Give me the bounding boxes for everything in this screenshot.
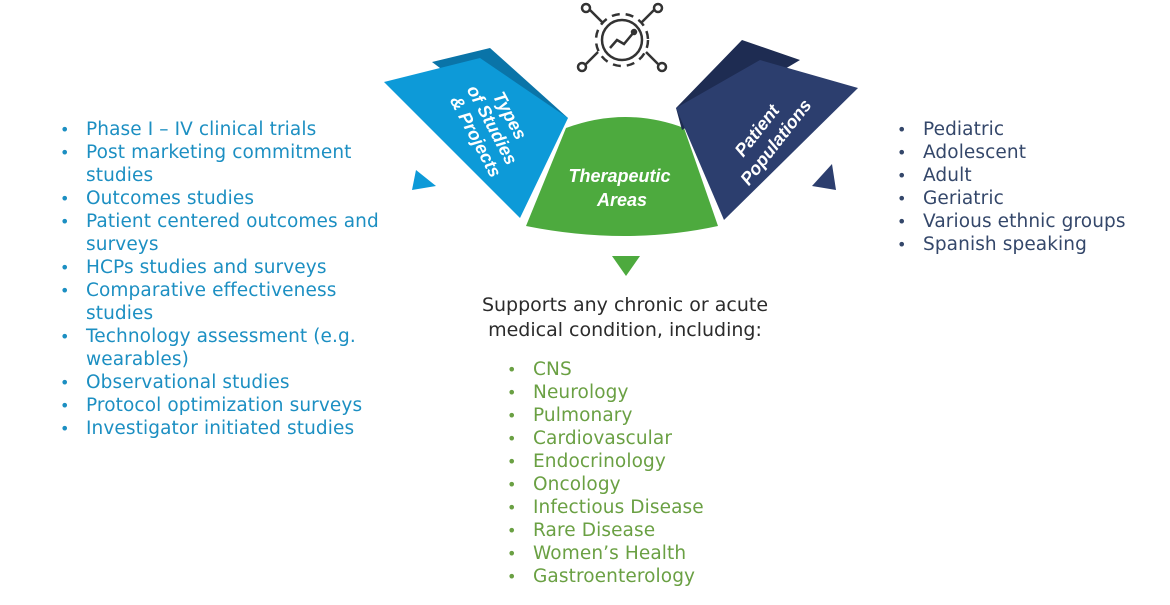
list-item: •Spanish speaking [897, 234, 1087, 255]
list-item: •Infectious Disease [507, 497, 704, 518]
segment-therapeutic-label: Therapeutic Areas [568, 166, 675, 210]
list-item: •Investigator initiated studies [60, 418, 355, 439]
list-item: •Technology assessment (e.g. wearables) [60, 326, 356, 370]
segment-therapeutic-areas: Therapeutic Areas [526, 117, 718, 276]
list-item: •Cardiovascular [507, 428, 673, 449]
segment-types-body [384, 58, 568, 218]
arrow-types [412, 170, 436, 190]
list-item: •Adolescent [897, 142, 1027, 163]
list-item: •Pulmonary [507, 405, 633, 426]
therapeutic-heading-line-1: Supports any chronic or acute [481, 294, 769, 316]
therapeutic-heading: Supports any chronic or acute medical co… [455, 293, 795, 343]
list-item: •Post marketing commitment studies [60, 142, 352, 186]
list-item: •CNS [507, 359, 572, 380]
segment-therapeutic-line-2: Areas [596, 190, 647, 210]
list-item: •Phase I – IV clinical trials [60, 119, 317, 140]
segment-populations-body [676, 60, 858, 220]
segment-therapeutic-line-1: Therapeutic [568, 166, 670, 186]
therapeutic-areas-list: •CNS •Neurology •Pulmonary •Cardiovascul… [505, 358, 765, 588]
list-item: •Protocol optimization surveys [60, 395, 363, 416]
types-of-studies-list: •Phase I – IV clinical trials •Post mark… [58, 118, 388, 440]
arrow-populations [812, 164, 836, 190]
list-item: •Pediatric [897, 119, 1005, 140]
list-item: •Various ethnic groups [897, 211, 1126, 232]
list-item: •Rare Disease [507, 520, 656, 541]
segment-types-of-studies: Types of Studies & Projects [384, 48, 568, 218]
list-item: •Adult [897, 165, 972, 186]
list-item: •Oncology [507, 474, 621, 495]
list-item: •Gastroenterology [507, 566, 696, 587]
list-item: •HCPs studies and surveys [60, 257, 327, 278]
arrow-therapeutic [612, 256, 640, 276]
list-item: •Outcomes studies [60, 188, 255, 209]
gear-analytics-icon [576, 2, 668, 73]
list-item: •Patient centered outcomes and surveys [60, 211, 379, 255]
segment-therapeutic-body [526, 117, 718, 236]
list-item: •Comparative effectiveness studies [60, 280, 337, 324]
patient-populations-list: •Pediatric •Adolescent •Adult •Geriatric… [895, 118, 1165, 256]
list-item: •Observational studies [60, 372, 290, 393]
therapeutic-heading-line-2: medical condition, including: [488, 319, 762, 341]
list-item: •Neurology [507, 382, 629, 403]
list-item: •Geriatric [897, 188, 1004, 209]
list-item: •Endocrinology [507, 451, 666, 472]
list-item: •Women’s Health [507, 543, 687, 564]
